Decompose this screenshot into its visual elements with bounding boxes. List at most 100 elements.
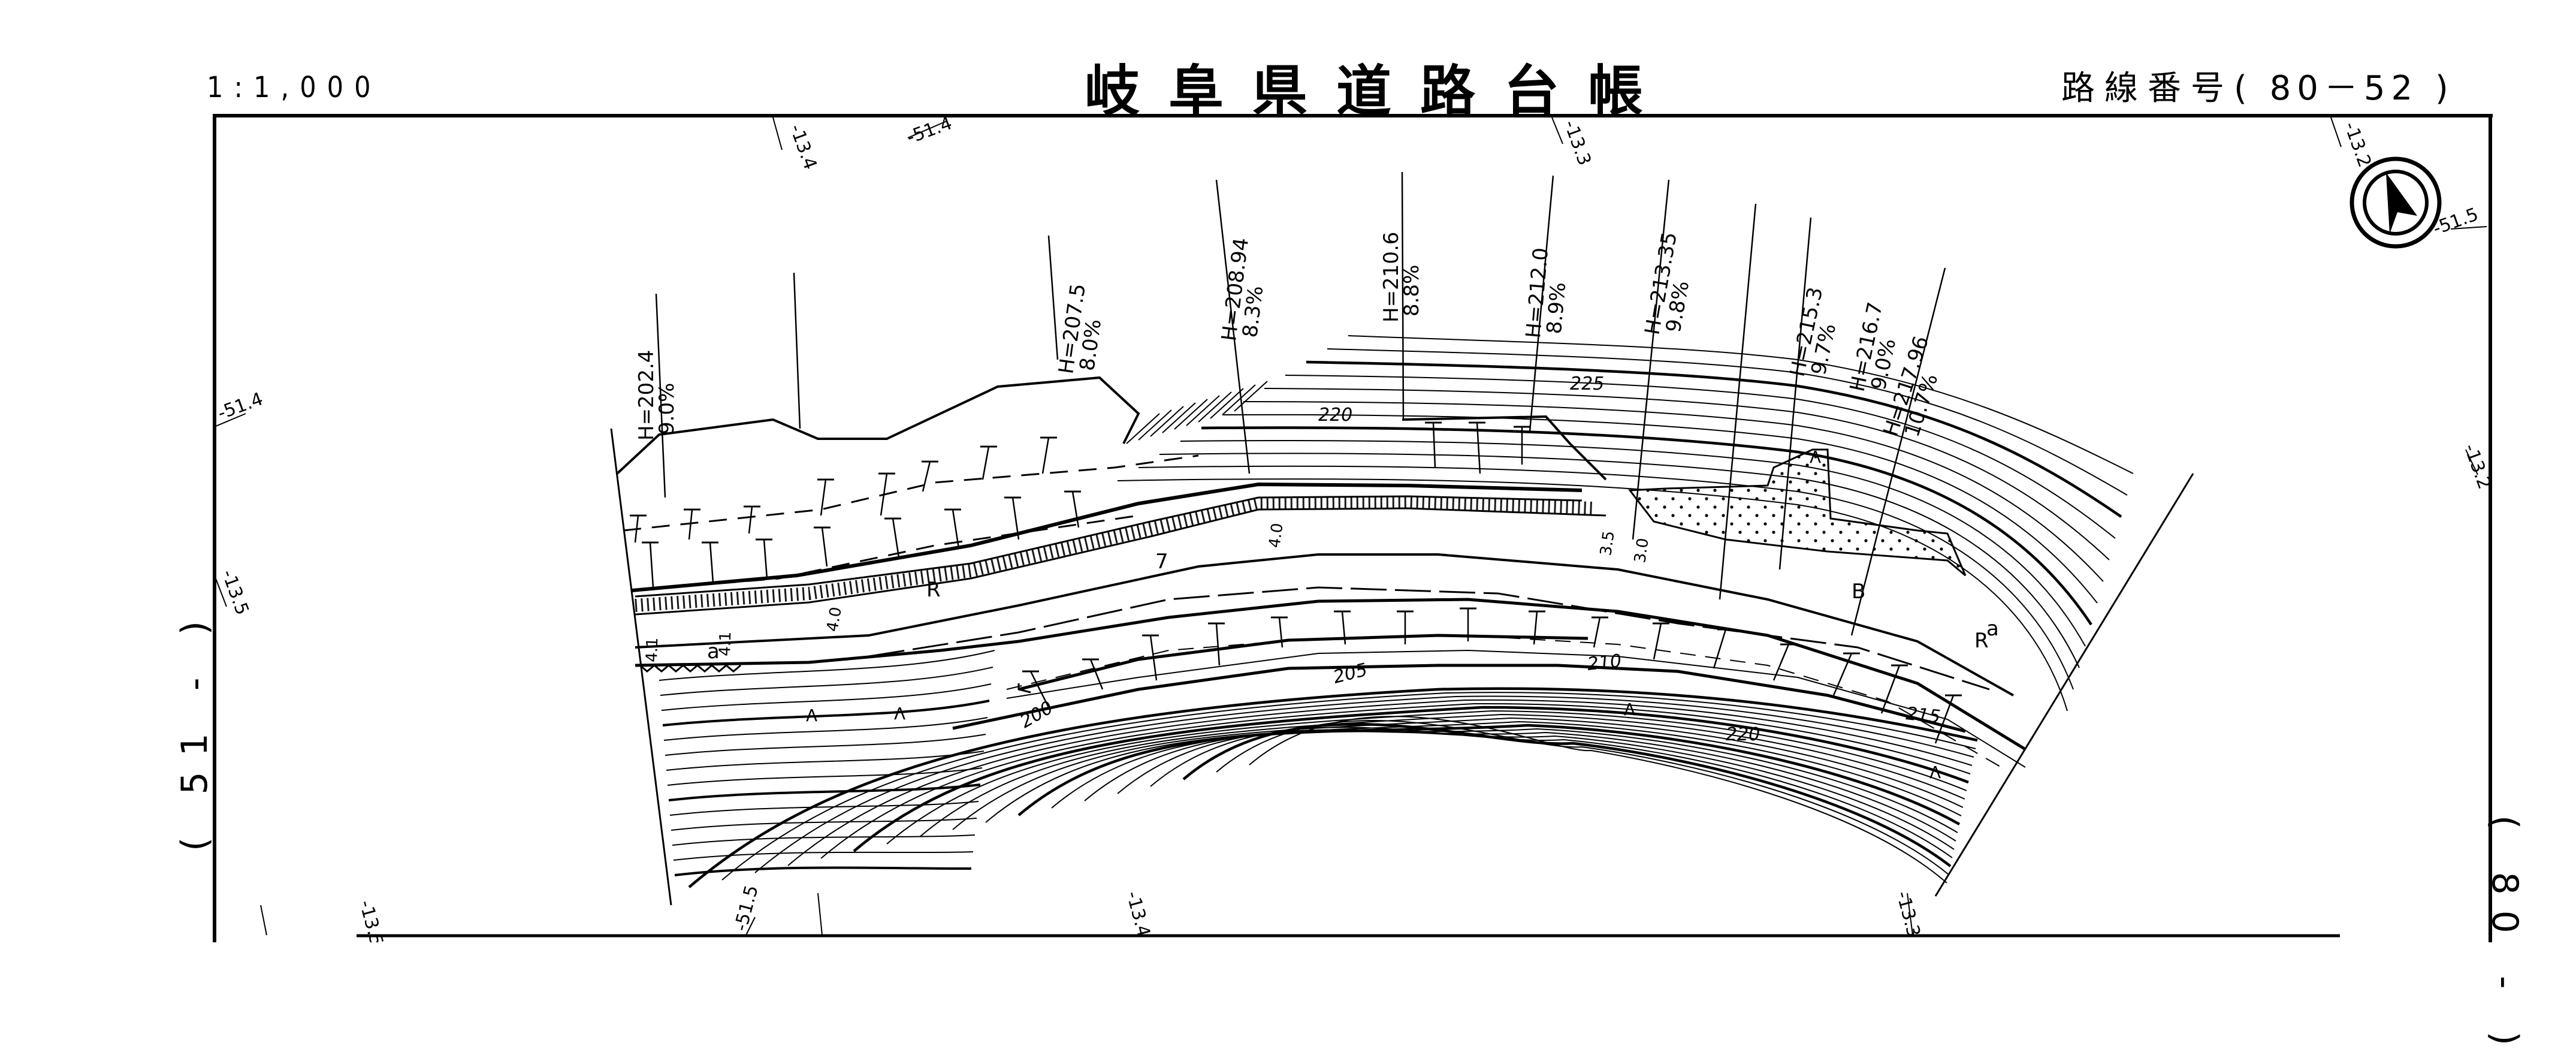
road-symbol: R bbox=[926, 578, 941, 602]
road-width-labels: 4.1 4.1 4.0 4.0 3.5 3.0 bbox=[643, 522, 1653, 662]
grid-tick-label: -51.4 bbox=[904, 113, 955, 148]
station-label: H=208.948.3% bbox=[1217, 236, 1274, 345]
grid-tick-label: -13.3 bbox=[1892, 889, 1924, 939]
slope-tick bbox=[1772, 644, 1790, 681]
grid-tick-labels: -13.4 -51.4 -13.3 -13.2 -51.5 -51.4 -13.… bbox=[215, 113, 2495, 942]
contour-line bbox=[1051, 728, 1958, 833]
grid-ticks bbox=[215, 117, 2487, 936]
contour-line bbox=[820, 703, 1971, 859]
slope-tick bbox=[709, 542, 714, 583]
grid-tick-label: -51.4 bbox=[215, 388, 266, 424]
contour-line bbox=[1017, 724, 1961, 825]
station-elevation: H=210.6 bbox=[1379, 232, 1403, 322]
route-number: 路線番号( 80－52 ) bbox=[2061, 61, 2454, 110]
vegetation-symbols: Λ Λ Λ Λ Λ bbox=[806, 447, 1941, 782]
slope-tick bbox=[1071, 491, 1080, 528]
contour-line bbox=[853, 706, 1969, 852]
contour-line bbox=[1201, 426, 2092, 626]
road-symbol: B bbox=[1852, 580, 1865, 604]
station-line bbox=[793, 272, 801, 429]
slope-tick bbox=[649, 542, 654, 588]
contour-line bbox=[688, 687, 1978, 888]
station-label: H=207.58.0% bbox=[1054, 282, 1110, 378]
contour-line bbox=[1222, 414, 2098, 604]
contour-line bbox=[1180, 439, 2086, 647]
north-arrow-icon bbox=[2349, 156, 2442, 249]
station-grade: 9.0% bbox=[655, 383, 679, 435]
contour-line bbox=[754, 695, 1974, 873]
contour-line bbox=[669, 801, 979, 816]
contour-label: 215 bbox=[1905, 703, 1941, 728]
station-label: H=212.08.9% bbox=[1521, 246, 1574, 340]
slope-tick bbox=[952, 509, 960, 549]
contour-line bbox=[659, 650, 995, 681]
width-label: 4.1 bbox=[643, 637, 662, 662]
contour-line bbox=[1264, 388, 2110, 560]
contour-line bbox=[1198, 391, 1232, 423]
contour-label: 225 bbox=[1570, 373, 1604, 394]
contour-line bbox=[668, 783, 981, 801]
contour-line bbox=[1216, 720, 1949, 875]
contour-line bbox=[662, 700, 990, 727]
grid-tick-label: -13.4 bbox=[1122, 889, 1154, 939]
road-corridor bbox=[610, 376, 2194, 906]
contour-label: 200 bbox=[1017, 697, 1057, 733]
width-label: 4.0 bbox=[1266, 522, 1287, 549]
contour-line bbox=[673, 851, 974, 861]
slope-tick bbox=[880, 473, 888, 516]
slope-tick bbox=[1934, 695, 1955, 744]
contour-line bbox=[985, 721, 1962, 823]
contour-line bbox=[1186, 395, 1220, 426]
contour-line bbox=[1327, 348, 2128, 496]
grid-tick-label: -13.4 bbox=[785, 122, 820, 173]
contour-label: 205 bbox=[1331, 659, 1369, 688]
station-elevation: H=202.4 bbox=[635, 350, 659, 441]
contour-line bbox=[886, 710, 1967, 845]
width-label: 3.0 bbox=[1631, 537, 1652, 564]
contour-label: 220 bbox=[1726, 724, 1760, 745]
road-symbol: a bbox=[1986, 617, 1999, 641]
slope-tick bbox=[1593, 617, 1601, 648]
road-symbol: a bbox=[707, 640, 720, 664]
vegetation-icon: Λ bbox=[1624, 700, 1635, 719]
contour-line bbox=[671, 818, 977, 831]
contour-line bbox=[1150, 406, 1184, 437]
contour-line bbox=[1150, 727, 1953, 858]
slope-tick bbox=[1029, 671, 1050, 708]
slope-tick bbox=[1041, 437, 1050, 474]
slope-tick bbox=[1832, 653, 1853, 696]
contour-line bbox=[663, 717, 988, 741]
vegetation-icon: Λ bbox=[806, 706, 817, 725]
station-label: H=213.359.8% bbox=[1640, 230, 1702, 340]
grid-tick-label: -13.3 bbox=[1559, 117, 1594, 168]
slope-tick bbox=[820, 479, 827, 516]
slope-tick bbox=[892, 518, 900, 558]
contour-line bbox=[1210, 388, 1244, 419]
map-frame bbox=[213, 114, 2493, 942]
contour-line bbox=[1348, 335, 2134, 474]
slope-marks bbox=[630, 421, 1962, 744]
station-line bbox=[1215, 179, 1251, 474]
contour-line bbox=[1222, 384, 1256, 415]
slope-tick bbox=[1011, 497, 1020, 540]
contour-line bbox=[666, 750, 985, 771]
contour-line bbox=[1249, 716, 1947, 884]
grid-tick-label: -13.5 bbox=[217, 567, 252, 618]
contour-line bbox=[721, 692, 1976, 881]
slope-tick bbox=[1341, 611, 1346, 645]
contour-line bbox=[919, 713, 1965, 837]
station-label: H=215.39.7% bbox=[1786, 285, 1848, 382]
slope-tick bbox=[922, 461, 931, 492]
station-label: H=202.49.0% bbox=[635, 350, 679, 441]
contour-line bbox=[1306, 360, 2122, 518]
contour-line bbox=[660, 667, 993, 696]
vegetation-icon: Λ bbox=[1929, 762, 1941, 782]
contour-lines bbox=[659, 335, 2134, 888]
route-label: 路線番号 bbox=[2061, 69, 2234, 108]
slope-tick bbox=[821, 527, 828, 567]
slope-tick bbox=[1278, 617, 1284, 648]
slope-tick bbox=[1089, 659, 1104, 690]
contour-line bbox=[787, 699, 1973, 866]
contour-line bbox=[1117, 478, 2068, 712]
grid-tick-label: -13.2 bbox=[2339, 119, 2375, 170]
